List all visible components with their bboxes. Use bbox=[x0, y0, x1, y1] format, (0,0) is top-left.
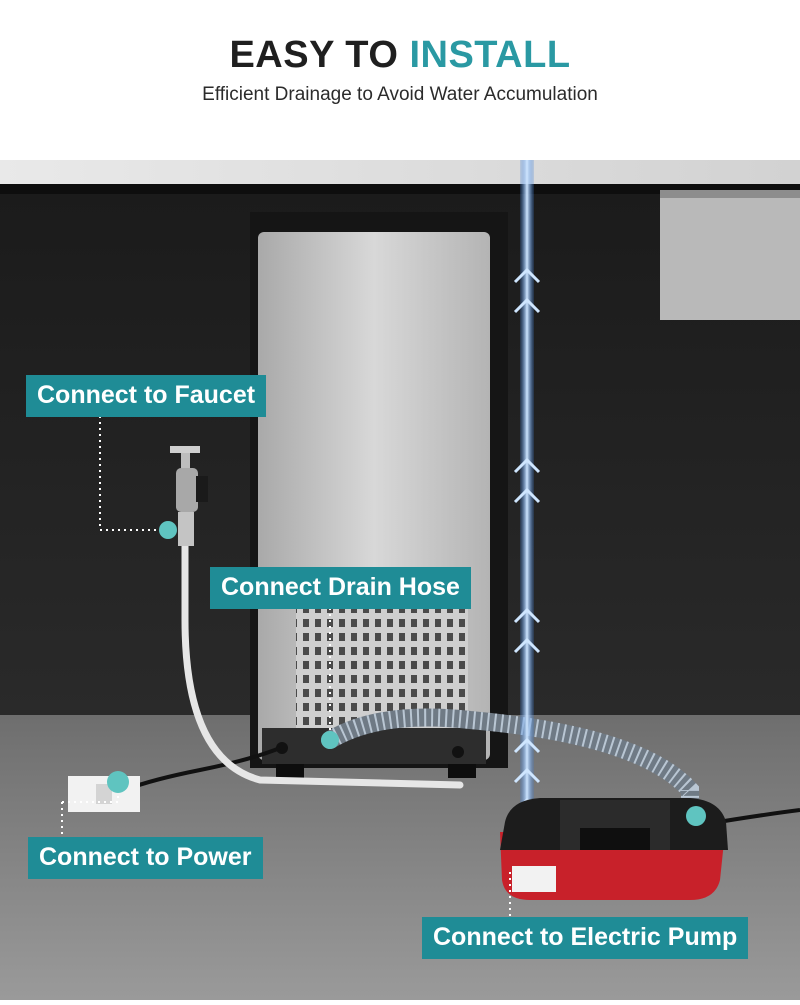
connect-faucet-label: Connect to Faucet bbox=[26, 375, 267, 417]
pump-grille bbox=[580, 828, 650, 850]
leader-lines bbox=[61, 416, 511, 922]
title-part-2: INSTALL bbox=[409, 34, 571, 76]
cabinet-drawer bbox=[660, 190, 800, 320]
header: EASY TO INSTALL Efficient Drainage to Av… bbox=[0, 0, 800, 160]
power-cord bbox=[124, 746, 281, 792]
drawer-lip bbox=[660, 190, 800, 198]
power-connection-dot bbox=[107, 771, 129, 793]
flow-arrows bbox=[513, 267, 541, 814]
machine-foot-left bbox=[276, 764, 304, 778]
drain-hose bbox=[321, 708, 699, 829]
pump-connection-dot bbox=[686, 806, 706, 826]
countertop-edge bbox=[0, 184, 800, 194]
page-title: EASY TO INSTALL bbox=[0, 34, 800, 77]
faucet-connection-dot bbox=[159, 521, 177, 539]
drain-connection-dot bbox=[321, 731, 339, 749]
connect-power-label: Connect to Power bbox=[28, 837, 263, 879]
countertop bbox=[0, 160, 800, 184]
page-subtitle: Efficient Drainage to Avoid Water Accumu… bbox=[202, 84, 598, 105]
drain-port bbox=[452, 746, 464, 758]
faucet-handle bbox=[170, 446, 200, 453]
installation-scene bbox=[0, 160, 800, 1000]
scene-illustration bbox=[0, 160, 800, 1000]
title-part-1: EASY TO bbox=[229, 34, 410, 76]
faucet-stem bbox=[181, 453, 190, 469]
water-supply-hose bbox=[181, 531, 464, 789]
faucet-valve bbox=[196, 476, 208, 502]
machine-base bbox=[262, 728, 486, 764]
discharge-tube bbox=[520, 160, 534, 810]
connect-drain-hose-label: Connect Drain Hose bbox=[210, 567, 471, 609]
inlet-port bbox=[276, 742, 288, 754]
pump-rating-label bbox=[512, 866, 556, 892]
machine-vent bbox=[296, 608, 468, 728]
connect-pump-label: Connect to Electric Pump bbox=[422, 917, 749, 959]
faucet-body bbox=[176, 468, 198, 512]
outlet-socket bbox=[96, 784, 112, 804]
faucet-adapter bbox=[178, 512, 194, 546]
machine-foot-right bbox=[448, 764, 476, 778]
